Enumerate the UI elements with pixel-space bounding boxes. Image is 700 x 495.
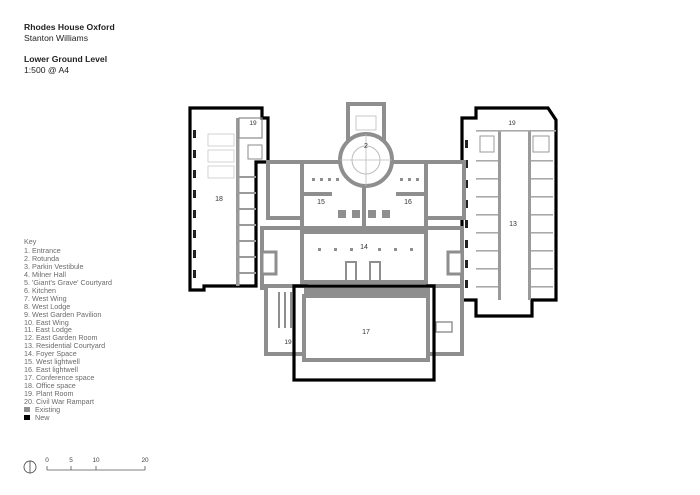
- new-label: New: [35, 412, 50, 422]
- legend-item: 6. Kitchen: [24, 285, 56, 295]
- legend-item: 8. West Lodge: [24, 301, 71, 311]
- project-title: Rhodes House Oxford: [24, 22, 115, 32]
- legend-item: 14. Foyer Space: [24, 349, 77, 359]
- scale-tick-label: 0: [45, 457, 49, 464]
- west-wing-block: [188, 106, 270, 292]
- existing-swatch: [24, 407, 30, 413]
- room-19-ne-label: 19: [508, 120, 516, 127]
- legend-title: Key: [24, 237, 37, 246]
- room-13-label: 13: [509, 221, 517, 228]
- scale-bar: 0 5 10 20: [45, 457, 149, 471]
- new-swatch: [24, 415, 30, 421]
- scale-tick-label: 5: [69, 457, 73, 464]
- architect-name: Stanton Williams: [24, 33, 88, 43]
- existing-label: Existing: [35, 405, 61, 415]
- room-19-nw-label: 19: [249, 120, 257, 127]
- room-2-label: 2: [364, 143, 368, 150]
- room-19-plant-label: 19: [284, 339, 292, 346]
- legend-item: 19. Plant Room: [24, 389, 74, 399]
- central-building: [260, 102, 466, 382]
- east-wing-block: [460, 106, 558, 318]
- drawing-title: Lower Ground Level: [24, 54, 108, 64]
- legend-item: 18. Office space: [24, 381, 76, 391]
- legend-item: 20. Civil War Rampart: [24, 397, 95, 407]
- legend-item: 9. West Garden Pavilion: [24, 309, 102, 319]
- legend-item: 15. West lightwell: [24, 357, 80, 367]
- room-18-label: 18: [215, 196, 223, 203]
- legend-item: 16. East lightwell: [24, 365, 78, 375]
- legend-item: 5. 'Giant's Grave' Courtyard: [24, 277, 113, 287]
- legend-item: 7. West Wing: [24, 293, 67, 303]
- legend-item: 3. Parkin Vestibule: [24, 261, 84, 271]
- legend-item: 1. Entrance: [24, 245, 61, 255]
- room-16-label: 16: [404, 199, 412, 206]
- room-17-label: 17: [362, 329, 370, 336]
- drawing-scale: 1:500 @ A4: [24, 65, 70, 75]
- room-14-label: 14: [360, 244, 368, 251]
- north-arrow-icon: [23, 460, 37, 474]
- scale-tick-label: 10: [92, 457, 100, 464]
- legend-item: 2. Rotunda: [24, 253, 60, 263]
- legend-item: 10. East Wing: [24, 317, 69, 327]
- room-15-label: 15: [317, 199, 325, 206]
- legend-new: New: [24, 414, 112, 422]
- legend-item: 12. East Garden Room: [24, 333, 98, 343]
- legend-item: 11. East Lodge: [24, 325, 72, 335]
- legend-item: 17. Conference space: [24, 373, 95, 383]
- title-block: Rhodes House Oxford Stanton Williams Low…: [24, 22, 115, 76]
- legend-item: 4. Milner Hall: [24, 269, 66, 279]
- legend-existing: Existing: [24, 406, 112, 414]
- legend-item: 13. Residential Courtyard: [24, 341, 106, 351]
- scale-tick-label: 20: [141, 457, 149, 464]
- legend: Key 1. Entrance 2. Rotunda 3. Parkin Ves…: [24, 238, 112, 422]
